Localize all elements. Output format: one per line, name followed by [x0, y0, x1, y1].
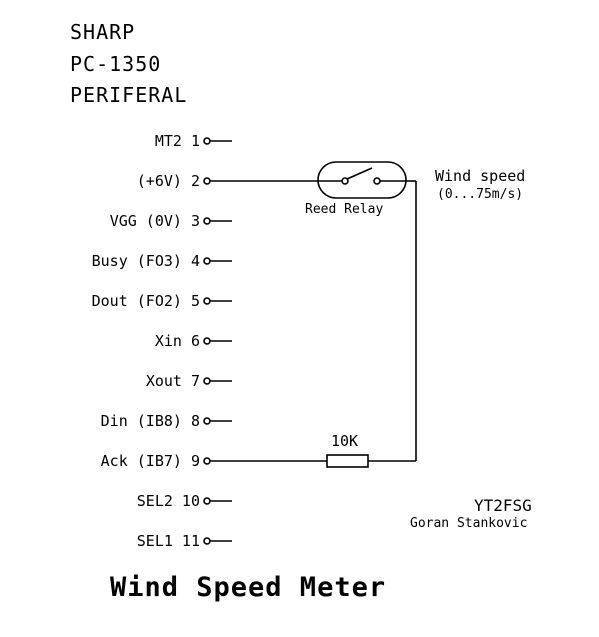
- author-name: Goran Stankovic: [410, 516, 528, 531]
- pin-label-6: Xin 6: [154, 332, 200, 350]
- reed-relay-capsule: [317, 161, 407, 199]
- pin-label-1: MT2 1: [154, 132, 200, 150]
- resistor-label: 10K: [331, 432, 359, 450]
- pin-label-8: Din (IB8) 8: [100, 412, 200, 430]
- header-line-model: PC-1350: [70, 52, 162, 76]
- pin-label-5: Dout (FO2) 5: [91, 292, 200, 310]
- wind-speed-label: Wind speed: [435, 167, 526, 185]
- pin-label-10: SEL2 10: [136, 492, 200, 510]
- pin-label-3: VGG (0V) 3: [109, 212, 200, 230]
- resistor-10k: [326, 454, 369, 468]
- relay-label: Reed Relay: [305, 202, 384, 217]
- diagram-title: Wind Speed Meter: [110, 572, 387, 603]
- pin-stubs: [203, 137, 232, 545]
- pin-label-9: Ack (IB7) 9: [100, 452, 200, 470]
- pin-label-4: Busy (FO3) 4: [91, 252, 200, 270]
- wind-speed-range: (0...75m/s): [437, 187, 524, 202]
- reed-switch: [318, 167, 406, 185]
- author-callsign: YT2FSG: [474, 496, 532, 515]
- pin-label-11: SEL1 11: [136, 532, 200, 550]
- pin-label-2: (+6V) 2: [136, 172, 200, 190]
- pin-label-7: Xout 7: [145, 372, 200, 390]
- header-line-periferal: PERIFERAL: [70, 83, 188, 107]
- header-line-sharp: SHARP: [70, 20, 136, 44]
